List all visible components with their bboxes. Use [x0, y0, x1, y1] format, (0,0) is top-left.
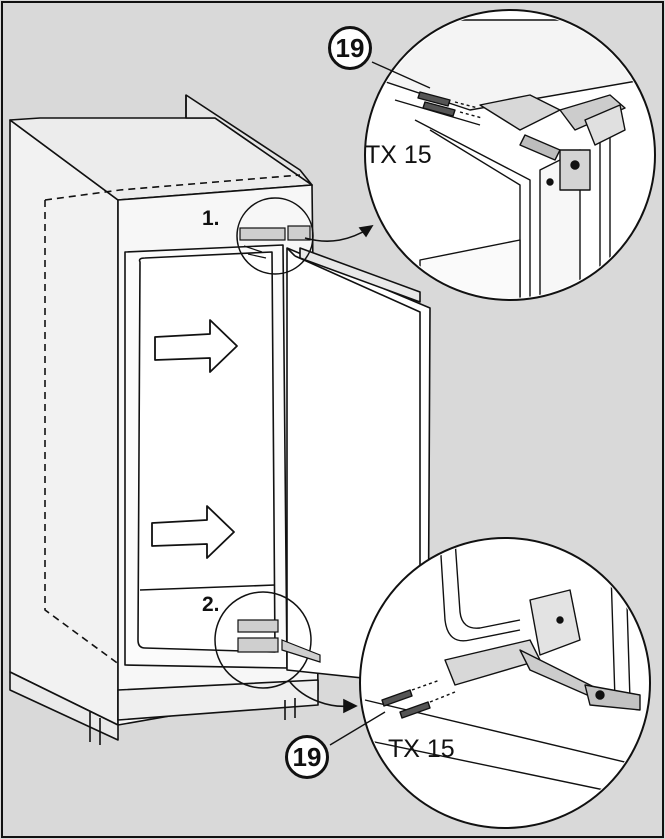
part-number-badge-bottom: 19 [285, 735, 329, 779]
part-number-badge-top: 19 [328, 26, 372, 70]
torx-size-label-bottom: TX 15 [388, 735, 455, 763]
push-arrow-upper [154, 319, 238, 373]
bottom-detail-view [329, 537, 651, 829]
step-2-label: 2. [202, 593, 220, 616]
callout-leaders [289, 224, 374, 714]
leader-top [304, 227, 371, 242]
hinge-parts-main [237, 225, 321, 663]
upper-hinge-circle [236, 197, 314, 275]
lower-hinge-circle [214, 591, 312, 689]
step-1-label: 1. [202, 207, 220, 230]
top-detail-view [364, 9, 656, 301]
torx-size-label-top: TX 15 [365, 141, 432, 169]
push-arrows [151, 319, 238, 559]
hinge-callout-circles [214, 197, 314, 689]
push-arrow-lower [151, 505, 235, 559]
